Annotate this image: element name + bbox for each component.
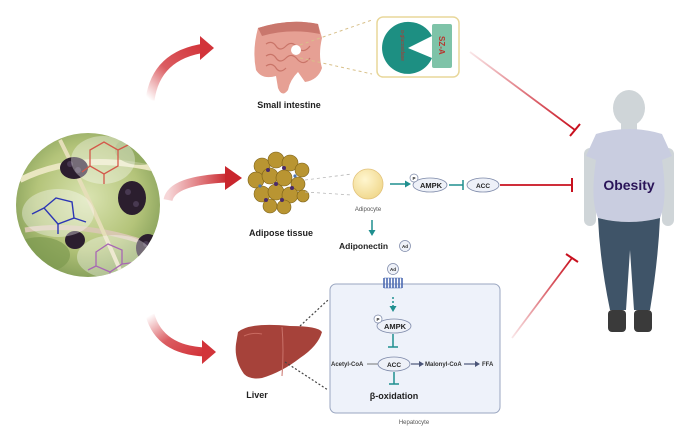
acetyl-coa-label: Acetyl-CoA [331,362,364,368]
acc-node-adipocyte: ACC [466,177,500,193]
phospho-label: P [412,176,415,181]
small-intestine-label: Small intestine [257,100,321,110]
acc-hepatocyte-label: ACC [387,362,401,369]
adiponectin-receptor-icon: Ad [383,263,403,289]
obesity-label: Obesity [603,177,655,193]
molecule-red-icon [81,141,129,184]
svg-text:Ad: Ad [390,267,396,272]
molecule-blue-icon [31,197,87,234]
obese-person-illustration [584,90,674,332]
inhibit-ampk-to-acc-adipocyte [449,180,464,190]
mulberry-source-image [16,133,160,277]
activation-arrow-adipocyte-to-ampk [390,180,411,188]
svg-text:P: P [376,317,379,322]
arrow-malonyl-to-ffa [464,361,480,367]
zoom-callout-liver [284,299,329,391]
arrow-to-small-intestine [145,36,214,101]
inhibitor-panel: α-glucosidase SZ-A [376,16,460,78]
arrow-to-adipose-tissue [163,166,242,202]
beta-oxidation-label: β-oxidation [370,391,419,401]
adipose-tissue-label: Adipose tissue [249,228,313,238]
ampk-node-adipocyte: P AMPK [409,173,448,193]
sz-a-inhibitor-block [432,24,452,68]
inhibit-acc-to-beta-oxidation [389,372,399,385]
zoom-callout-intestine [299,19,373,75]
inhibit-ampk-to-acc-hepatocyte [388,334,398,348]
small-intestine-illustration [254,21,322,94]
alpha-glucosidase-enzyme-icon [382,21,432,74]
svg-text:Ad: Ad [402,244,408,249]
adiponectin-secretion-arrow [368,220,376,236]
adiponectin-badge: Ad [399,240,411,252]
adiponectin-label: Adiponectin [339,241,388,251]
arrow-acc-to-malonyl [411,361,424,367]
ampk-node-hepatocyte: P AMPK [373,314,412,334]
adipocyte-label: Adipocyte [355,207,382,213]
inhibit-line-liver-to-obesity [511,253,579,339]
hepatocyte-label: Hepatocyte [399,420,430,426]
acc-label: ACC [476,183,490,190]
ampk-label: AMPK [420,181,443,190]
hepatocyte-panel [329,283,501,414]
adipose-tissue-illustration [247,151,310,215]
signal-arrow-receptor-to-ampk [389,297,397,312]
inhibit-line-intestine-to-obesity [469,51,581,137]
liver-illustration [235,324,322,379]
inhibitor-label: SZ-A [437,36,446,55]
enzyme-label: α-glucosidase [399,30,405,61]
malonyl-coa-label: Malonyl-CoA [425,362,462,368]
ampk-hepatocyte-label: AMPK [384,322,407,331]
ffa-label: FFA [482,362,494,368]
inhibit-line-adipose-to-obesity [500,178,573,192]
arrow-to-liver [145,313,216,364]
acc-node-hepatocyte: ACC [377,356,411,372]
adipocyte-cell-icon [352,168,384,200]
liver-label: Liver [246,390,268,400]
zoom-callout-adipose [304,173,353,196]
